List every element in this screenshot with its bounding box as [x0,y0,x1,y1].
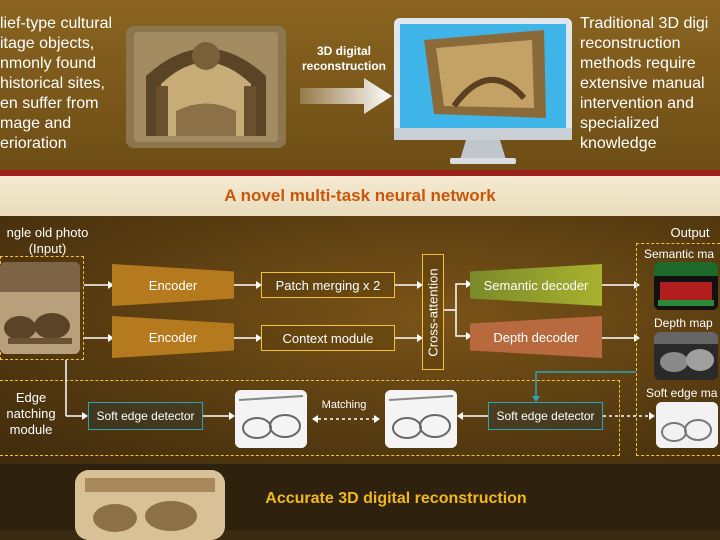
detector-to-output-arrow [603,412,655,420]
input-label: ngle old photo (Input) [0,225,95,257]
left-text-line: lief-type cultural [0,15,113,32]
soft-edge-map-art [656,402,718,448]
reconstruction-3d-art [75,470,225,540]
soft-edge-map-label: Soft edge ma [646,386,718,400]
soft-edge-detector-left: Soft edge detector [88,402,203,430]
arrow-label-line: reconstruction [301,59,386,73]
depth-decoder: Depth decoder [470,316,602,358]
context-module-box: Context module [261,325,395,351]
semantic-decoder: Semantic decoder [470,264,602,306]
cross-attention-label: Cross-attention [425,267,441,357]
edge-image-left-art [235,390,307,448]
left-text-line: erioration [0,135,67,152]
right-text-line: specialized [580,115,660,132]
matching-arrow-icon [312,415,380,423]
right-description: Traditional 3D digi reconstruction metho… [580,14,720,154]
input-arrows [84,281,114,342]
encoder-2: Encoder [112,316,234,358]
edge-module-line: module [9,422,53,437]
relief-photo [126,26,286,148]
input-photo [0,262,80,354]
input-label-line: (Input) [28,241,67,256]
right-text-line: Traditional 3D digi [580,15,709,32]
arrow-label: 3D digital reconstruction [294,44,394,74]
right-text-line: knowledge [580,135,657,152]
left-text-line: itage objects, [0,35,95,52]
bottom-caption: Accurate 3D digital reconstruction [265,490,527,507]
left-text-line: en suffer from [0,95,99,112]
detector-to-image-arrow [203,412,235,420]
module-arrows [395,281,423,342]
semantic-map-label: Semantic ma [644,247,715,261]
depth-map-label: Depth map [654,316,713,330]
decoder-arrows [602,281,640,342]
edge-image-right-art [385,390,457,448]
encoder-1: Encoder [112,264,234,306]
cross-attention-box: Cross-attention [422,254,444,370]
monitor-icon [394,18,572,164]
input-to-edge-arrow [65,360,88,420]
depth-map-art [654,332,718,380]
right-text-line: intervention and [580,95,694,112]
edge-module-label: Edge natching module [0,390,62,438]
detector-to-image-arrow-right [457,412,489,420]
input-photo-art [0,262,80,354]
reconstruction-arrow-icon [300,78,392,114]
edge-image-left [235,390,307,448]
input-label-line: ngle old photo [6,225,89,240]
edge-image-right [385,390,457,448]
divider [0,170,720,176]
edge-matching-frame [0,380,620,456]
right-text-line: extensive manual [580,75,705,92]
semantic-map-art [654,262,718,310]
left-description: lief-type cultural itage objects, nmonly… [0,14,125,154]
encoder-arrows [234,281,262,342]
matching-label: Matching [321,399,367,411]
semantic-map-image [654,262,718,310]
cross-attention-arrows [444,280,472,340]
output-frame [636,243,720,456]
diagram-title: A novel multi-task neural network [224,186,496,205]
right-text-line: methods require [580,55,696,72]
edge-module-line: Edge [15,390,47,405]
left-text-line: historical sites, [0,75,105,92]
depth-map-image [654,332,718,380]
depth-to-detector-arrow [532,371,636,402]
output-label: Output [670,225,710,240]
top-banner [0,0,720,170]
edge-module-line: natching [6,406,56,421]
soft-edge-detector-right: Soft edge detector [488,402,603,430]
arrow-label-line: 3D digital [316,44,371,58]
relief-photo-art [126,26,286,148]
left-text-line: nmonly found [0,55,97,72]
title-band: A novel multi-task neural network [0,176,720,216]
left-text-line: mage and [0,115,72,132]
patch-merging-box: Patch merging x 2 [261,272,395,298]
soft-edge-map-image [656,402,718,448]
right-text-line: reconstruction [580,35,681,52]
reconstruction-3d-image [75,470,225,540]
